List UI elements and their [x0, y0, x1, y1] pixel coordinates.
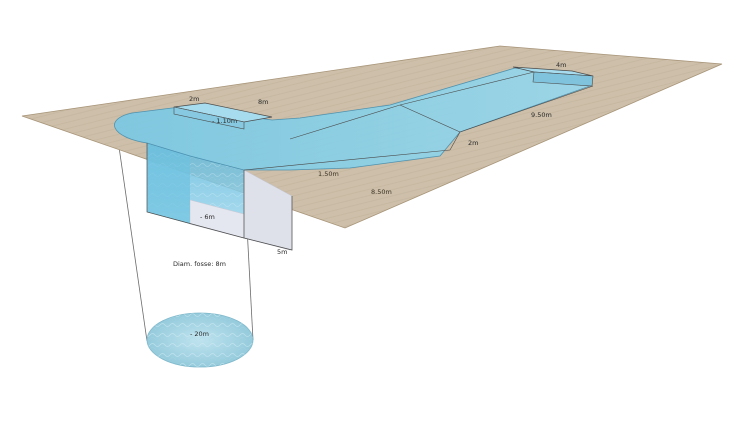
- cylinder-left-line: [117, 139, 148, 342]
- channel-edge-near: [243, 149, 451, 171]
- channel-near-long: [459, 85, 594, 133]
- pool-water-surface: [114, 67, 593, 171]
- ramp-edge: [399, 104, 461, 133]
- label-diameter-note: Diam. fosse: 8m: [173, 260, 226, 268]
- label-deck-length: 8.50m: [371, 188, 392, 196]
- entry-box-front: [173, 106, 245, 130]
- channel-far-long: [399, 71, 535, 106]
- label-pit-width: 5m: [277, 248, 287, 256]
- label-floor-depth: - 20m: [190, 330, 209, 338]
- label-top-width-left: 2m: [189, 95, 199, 103]
- pit-floor-texture: [147, 313, 253, 367]
- channel-edge-far: [289, 104, 401, 140]
- shallow-box-front: [532, 71, 594, 87]
- label-top-width-right: 4m: [556, 61, 566, 69]
- label-right-length: 9.50m: [531, 111, 552, 119]
- ramp-bottom: [449, 131, 461, 151]
- label-ramp-length: 2m: [468, 139, 478, 147]
- pit-inner-water: [147, 143, 190, 224]
- label-channel-depth: 1.50m: [318, 170, 339, 178]
- label-top-length-left: 8m: [258, 98, 268, 106]
- label-pit-depth: - 6m: [200, 213, 215, 221]
- label-top-depth-mark: - 1.10m: [212, 117, 237, 125]
